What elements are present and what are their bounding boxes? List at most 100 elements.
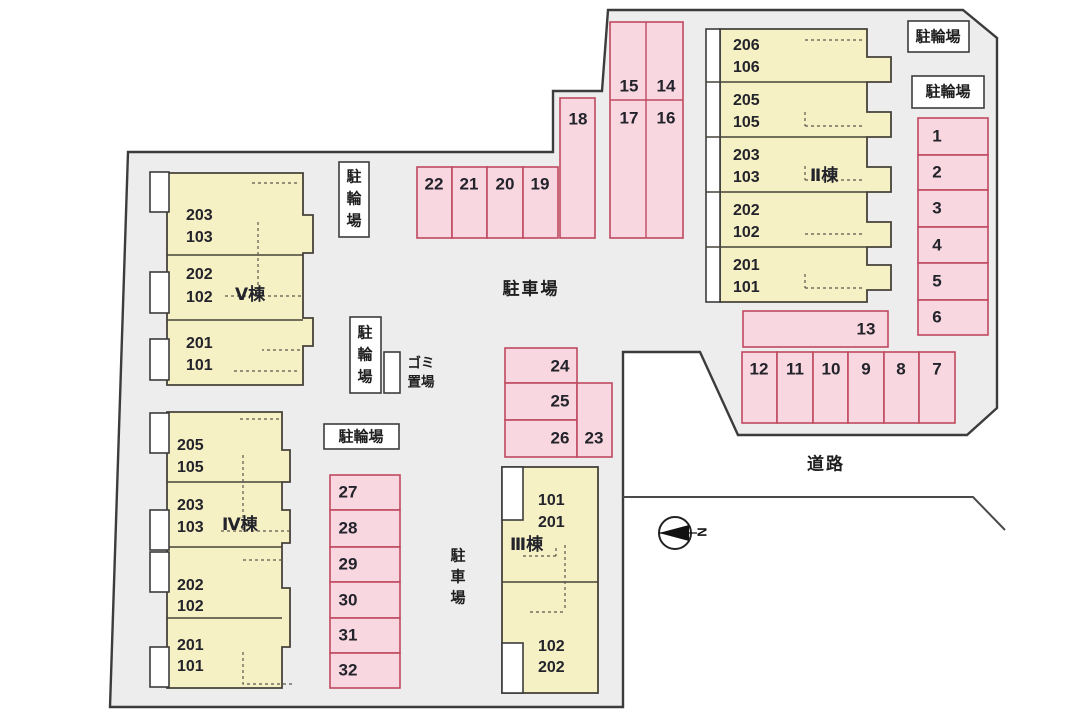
parking-stall-28 — [329, 509, 401, 548]
parking-stall-19 — [522, 166, 559, 239]
road-label: 道路 — [807, 454, 845, 474]
building-5-unit-2-upper-label: 202 — [186, 266, 213, 283]
parking-stall-16-number: 16 — [657, 109, 676, 128]
parking-stall-9-number: 9 — [861, 360, 870, 379]
parking-stall-5-number: 5 — [932, 272, 941, 291]
parking-stall-2-number: 2 — [932, 163, 941, 182]
parking-stall-18 — [559, 97, 596, 239]
parking-stall-27 — [329, 474, 401, 511]
parking-stall-7 — [918, 351, 956, 424]
road-edge-line — [623, 496, 1006, 531]
parking-stall-20-number: 20 — [496, 175, 515, 194]
building-2-unit-5-upper-label: 201 — [733, 257, 760, 274]
building-4-unit-3-upper-label: 202 — [177, 577, 204, 594]
building-2-unit-1-lower-label: 106 — [733, 59, 760, 76]
bicycle-box-1-char-2: 輪 — [346, 190, 362, 208]
building-4-entrance-3 — [149, 551, 170, 593]
garbage-label-line-2: 置場 — [408, 374, 435, 390]
building-5-unit-1-lower-label: 103 — [186, 229, 213, 246]
building-4-name: Ⅳ棟 — [222, 514, 259, 534]
parking-stall-20 — [486, 166, 524, 239]
parking-stall-23-number: 23 — [585, 429, 604, 448]
building-5-entrance-2 — [149, 271, 170, 314]
parking-stall-13-number: 13 — [857, 320, 876, 339]
parking-stall-10-number: 10 — [822, 360, 841, 379]
parking-stalls: 22 21 20 19 18 15 14 17 16 1 2 3 4 5 6 1… — [329, 21, 989, 689]
building-4-unit-4-upper-label: 201 — [177, 637, 204, 654]
parking-stall-30 — [329, 581, 401, 619]
building-4-unit-2-upper-label: 203 — [177, 497, 204, 514]
parking-stall-23 — [576, 382, 613, 458]
building-2-unit-4-upper-label: 202 — [733, 202, 760, 219]
bicycle-box-5-label: 駐輪場 — [925, 83, 970, 101]
parking-stall-1-number: 1 — [932, 127, 941, 146]
parking-stall-29 — [329, 546, 401, 583]
building-3-unit-2-upper-label: 102 — [538, 638, 565, 655]
parking-stall-31-number: 31 — [339, 626, 358, 645]
bicycle-box-3-label: 駐輪場 — [338, 428, 383, 446]
parking-stall-2 — [917, 154, 989, 191]
building-3-unit-1-upper-label: 101 — [538, 492, 565, 509]
parking-stall-25-number: 25 — [551, 392, 570, 411]
parking-stall-26 — [504, 419, 578, 458]
parking-stall-11 — [776, 351, 814, 424]
parking-stall-6 — [917, 299, 989, 336]
building-5-entrance-3 — [149, 338, 170, 381]
building-3-unit-1-lower-label: 201 — [538, 514, 565, 531]
parking-stall-19-number: 19 — [531, 175, 550, 194]
parking-stall-1 — [917, 117, 989, 156]
building-5-interior-dashes — [225, 182, 303, 372]
parking-stall-7-number: 7 — [932, 360, 941, 379]
building-4-unit-1-upper-label: 205 — [177, 437, 204, 454]
parking-stall-11-number: 11 — [786, 360, 804, 379]
parking-stall-14-number: 14 — [657, 77, 676, 96]
building-4-interior-dashes — [221, 418, 295, 685]
parking-stall-13 — [742, 310, 889, 348]
building-3-entrance-1 — [501, 466, 524, 521]
parking-stall-31 — [329, 617, 401, 654]
building-4-unit-1-lower-label: 105 — [177, 459, 204, 476]
building-5-unit-2-lower-label: 102 — [186, 289, 213, 306]
building-2-unit-5-lower-label: 101 — [733, 279, 760, 296]
building-4-outline — [166, 411, 291, 689]
building-4-unit-2-lower-label: 103 — [177, 519, 204, 536]
parking-stall-15-number: 15 — [620, 77, 639, 96]
building-5-unit-3-upper-label: 201 — [186, 335, 213, 352]
compass-north-label: N — [695, 527, 710, 536]
bicycle-parking-box-4 — [907, 20, 970, 53]
building-2-unit-2-lower-label: 105 — [733, 114, 760, 131]
building-2-unit-4-lower-label: 102 — [733, 224, 760, 241]
building-3-name: Ⅲ棟 — [510, 534, 544, 554]
building-3: 101 201 Ⅲ棟 102 202 — [501, 466, 599, 694]
building-4-entrance-4 — [149, 646, 170, 688]
building-2-name: Ⅱ棟 — [810, 165, 839, 185]
building-5-entrance-1 — [149, 171, 170, 213]
building-2-balcony-strip — [705, 28, 721, 303]
building-2-unit-3-upper-label: 203 — [733, 147, 760, 164]
building-3-unit-2-lower-label: 202 — [538, 659, 565, 676]
parking-stall-9 — [847, 351, 885, 424]
parking-stall-22-number: 22 — [425, 175, 444, 194]
parking-stall-29-number: 29 — [339, 555, 358, 574]
building-2-unit-3-lower-label: 103 — [733, 169, 760, 186]
parking-lot-label: 駐車場 — [503, 279, 560, 299]
bicycle-parking-box-1 — [338, 161, 370, 238]
building-4-unit-3-lower-label: 102 — [177, 598, 204, 615]
building-4: 205 105 203 103 Ⅳ棟 202 102 201 101 — [149, 411, 295, 689]
bicycle-box-2-char-2: 輪 — [357, 346, 373, 364]
label-boxes: 駐 輪 場 駐 輪 場 ゴミ 置場 駐輪場 駐輪場 駐輪場 — [323, 20, 985, 450]
parking-stall-27-number: 27 — [339, 483, 358, 502]
parking-stall-18-number: 18 — [569, 110, 588, 129]
parking-stall-22 — [416, 166, 453, 239]
garbage-area-box — [383, 351, 401, 394]
parking-stall-4 — [917, 226, 989, 264]
bicycle-box-4-label: 駐輪場 — [915, 28, 960, 46]
building-4-entrance-2 — [149, 509, 170, 551]
building-5-name: Ⅴ棟 — [235, 284, 266, 304]
parking-stall-21 — [451, 166, 488, 239]
parking-stall-32 — [329, 652, 401, 689]
bicycle-box-1-char-3: 場 — [346, 213, 361, 230]
parking-stall-3 — [917, 189, 989, 228]
bicycle-box-2-char-3: 場 — [357, 369, 372, 386]
